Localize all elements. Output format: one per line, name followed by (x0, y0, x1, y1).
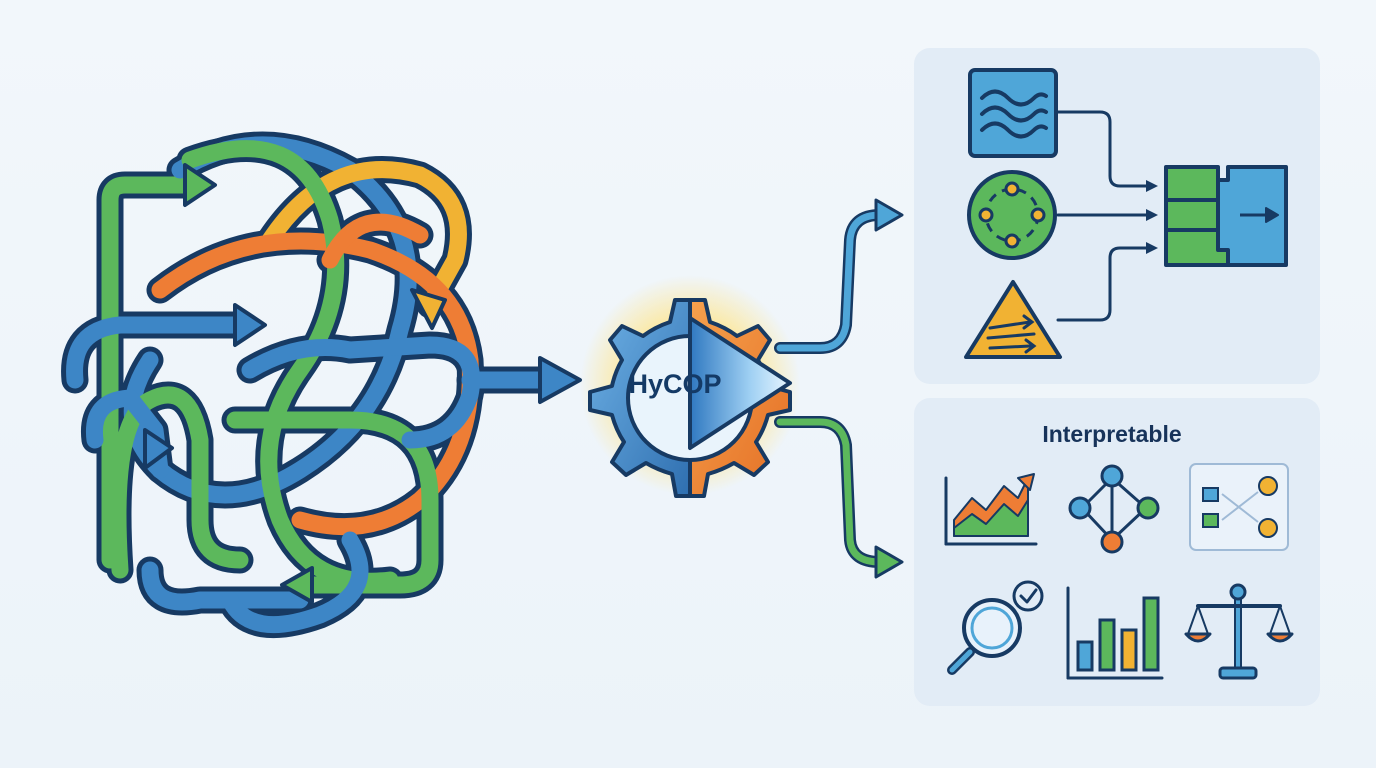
trend-chart-icon (944, 473, 1038, 546)
wave-box-icon (968, 68, 1058, 158)
connector-bottom (774, 416, 904, 579)
warning-triangle-icon (964, 280, 1062, 359)
gear-play-icon: HyCOP (580, 275, 800, 498)
top-panel (914, 48, 1320, 384)
network-graph-icon (1068, 464, 1160, 554)
circle-cycle-icon (967, 170, 1057, 260)
panel-title: Interpretable (1042, 421, 1181, 447)
balance-scale-icon (1184, 583, 1294, 680)
hycop-label: HyCOP (628, 369, 721, 399)
connector-top (774, 198, 904, 354)
tangled-arrows-icon (61, 131, 582, 639)
bottom-panel: Interpretable (914, 398, 1320, 706)
split-block-icon (1164, 165, 1288, 267)
node-swap-icon (1189, 463, 1289, 551)
bar-chart-icon (1066, 586, 1164, 680)
magnifier-check-icon (947, 580, 1044, 675)
